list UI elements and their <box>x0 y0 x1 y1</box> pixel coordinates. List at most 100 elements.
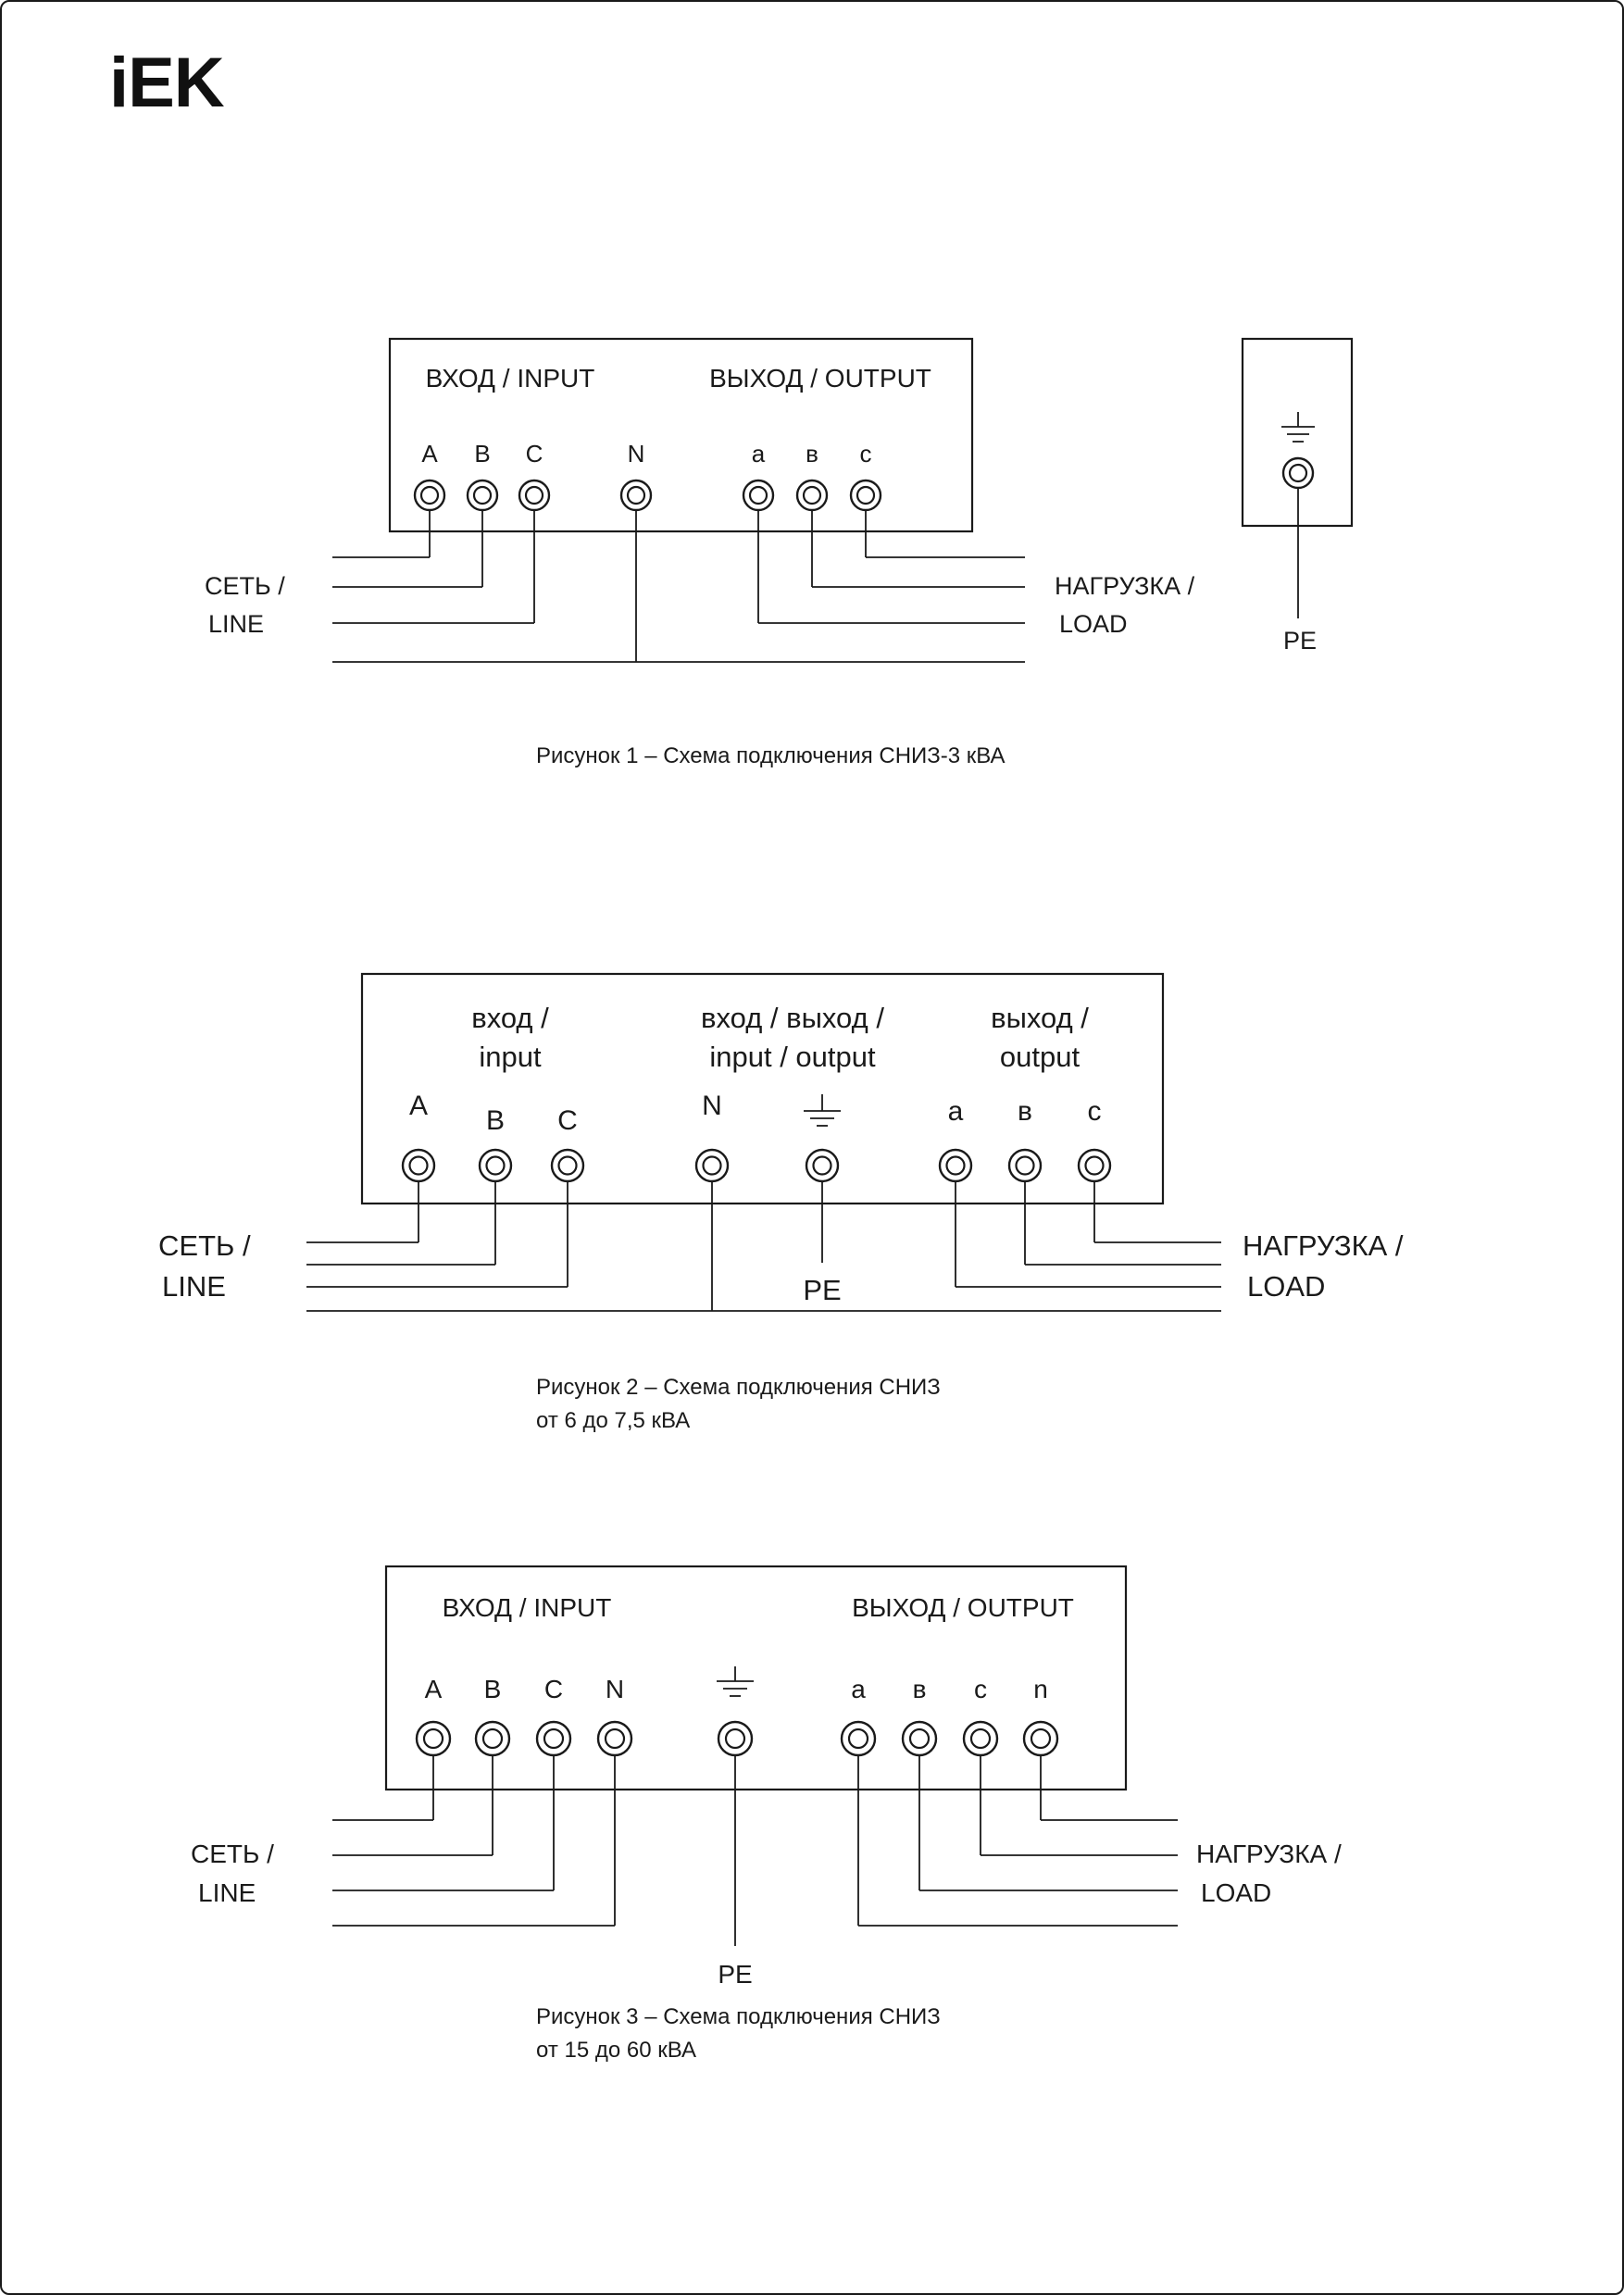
terminal-label-C: C <box>526 440 543 468</box>
load-label-ru: НАГРУЗКА / <box>1196 1840 1342 1868</box>
terminal-C-input <box>535 1720 572 1757</box>
terminal-inner-ring <box>945 1155 966 1176</box>
terminal-label-A: A <box>421 440 438 468</box>
terminal-inner-ring <box>422 1727 444 1750</box>
terminal-C-input <box>550 1148 585 1183</box>
terminal-label-B: B <box>486 1105 505 1136</box>
stabilizer-body <box>388 337 974 533</box>
input-header: ВХОД / INPUT <box>426 364 595 393</box>
terminal-inner-ring <box>724 1727 746 1750</box>
terminal-label-a: а <box>851 1675 866 1703</box>
terminal-A-input <box>401 1148 436 1183</box>
terminal-inner-ring <box>812 1155 832 1176</box>
terminal-label-n: n <box>1033 1675 1048 1703</box>
terminal-inner-ring <box>419 485 440 505</box>
terminal-label-N: N <box>606 1675 624 1703</box>
terminal-c-output <box>1077 1148 1112 1183</box>
terminal-label-c: с <box>860 440 872 468</box>
terminal-inner-ring <box>524 485 544 505</box>
terminal-inner-ring <box>748 485 768 505</box>
terminal-A-input <box>413 479 446 512</box>
terminal-N-input <box>596 1720 633 1757</box>
terminal-N <box>694 1148 730 1183</box>
terminal-inner-ring <box>969 1727 992 1750</box>
io-header-ru: вход / выход / <box>701 1002 884 1034</box>
terminal-label-a: а <box>948 1096 964 1127</box>
figure1-diagram: ВХОД / INPUT ВЫХОД / OUTPUT A B C N а в … <box>205 337 1354 768</box>
line-label-en: LINE <box>162 1270 226 1303</box>
terminal-c-output <box>849 479 882 512</box>
output-header: ВЫХОД / OUTPUT <box>852 1593 1074 1622</box>
terminal-inner-ring <box>485 1155 506 1176</box>
terminal-b-output <box>901 1720 938 1757</box>
pe-label: PE <box>803 1274 841 1306</box>
terminal-inner-ring <box>1030 1727 1052 1750</box>
figure3-caption-line1: Рисунок 3 – Схема подключения СНИЗ <box>536 2004 941 2029</box>
terminal-label-b: в <box>1018 1096 1032 1127</box>
output-header-ru: выход / <box>991 1002 1089 1034</box>
terminal-a-output <box>938 1148 973 1183</box>
output-header: ВЫХОД / OUTPUT <box>709 364 931 393</box>
terminal-A-input <box>415 1720 452 1757</box>
terminal-c-output <box>962 1720 999 1757</box>
pe-label: PE <box>1283 627 1317 655</box>
figure3-diagram: ВХОД / INPUT ВЫХОД / OUTPUT A B C N а в … <box>191 1565 1342 2063</box>
earth-ground-icon <box>1281 412 1315 443</box>
terminal-label-C: C <box>557 1105 578 1136</box>
terminal-label-N: N <box>702 1091 722 1121</box>
terminal-B-input <box>466 479 499 512</box>
terminal-a-output <box>742 479 775 512</box>
terminal-label-b: в <box>806 440 818 468</box>
terminal-B-input <box>474 1720 511 1757</box>
terminal-inner-ring <box>557 1155 578 1176</box>
stabilizer-body <box>360 972 1165 1205</box>
terminal-label-c: с <box>1088 1096 1102 1127</box>
earth-ground-icon <box>804 1094 841 1127</box>
line-label-en: LINE <box>208 610 264 638</box>
load-label-en: LOAD <box>1201 1878 1271 1907</box>
figure3-caption-line2: от 15 до 60 кВА <box>536 2038 696 2063</box>
pe-label: PE <box>718 1960 752 1989</box>
output-header-en: output <box>1000 1041 1081 1073</box>
load-label-en: LOAD <box>1059 610 1128 638</box>
terminal-label-A: A <box>409 1091 428 1121</box>
terminal-N <box>619 479 653 512</box>
terminal-PE <box>717 1720 754 1757</box>
terminal-inner-ring <box>908 1727 931 1750</box>
terminal-label-A: A <box>425 1675 443 1703</box>
terminal-inner-ring <box>543 1727 565 1750</box>
terminal-inner-ring <box>847 1727 869 1750</box>
io-header-en: input / output <box>709 1041 876 1073</box>
input-header-en: input <box>479 1041 542 1073</box>
terminal-b-output <box>795 479 829 512</box>
terminal-inner-ring <box>802 485 822 505</box>
figure2-diagram: вход / input вход / выход / input / outp… <box>158 972 1404 1433</box>
earth-ground-icon <box>717 1666 754 1697</box>
terminal-inner-ring <box>604 1727 626 1750</box>
terminal-label-b: в <box>913 1675 927 1703</box>
line-label-en: LINE <box>198 1878 256 1907</box>
terminal-PE <box>805 1148 840 1183</box>
terminal-inner-ring <box>1288 463 1308 483</box>
line-label-ru: СЕТЬ / <box>205 572 285 600</box>
terminal-inner-ring <box>626 485 646 505</box>
terminal-label-C: C <box>544 1675 563 1703</box>
terminal-label-c: с <box>974 1675 987 1703</box>
terminal-a-output <box>840 1720 877 1757</box>
terminal-b-output <box>1007 1148 1043 1183</box>
terminal-inner-ring <box>1015 1155 1035 1176</box>
load-label-en: LOAD <box>1247 1270 1325 1303</box>
terminal-n-output <box>1022 1720 1059 1757</box>
terminal-label-B: B <box>484 1675 502 1703</box>
figure2-caption-line2: от 6 до 7,5 кВА <box>536 1408 690 1433</box>
terminal-inner-ring <box>472 485 493 505</box>
terminal-inner-ring <box>481 1727 504 1750</box>
terminal-inner-ring <box>1084 1155 1105 1176</box>
line-label-ru: СЕТЬ / <box>158 1229 251 1262</box>
input-header: ВХОД / INPUT <box>443 1593 612 1622</box>
terminal-label-B: B <box>474 440 490 468</box>
terminal-inner-ring <box>408 1155 429 1176</box>
input-header-ru: вход / <box>471 1002 549 1034</box>
